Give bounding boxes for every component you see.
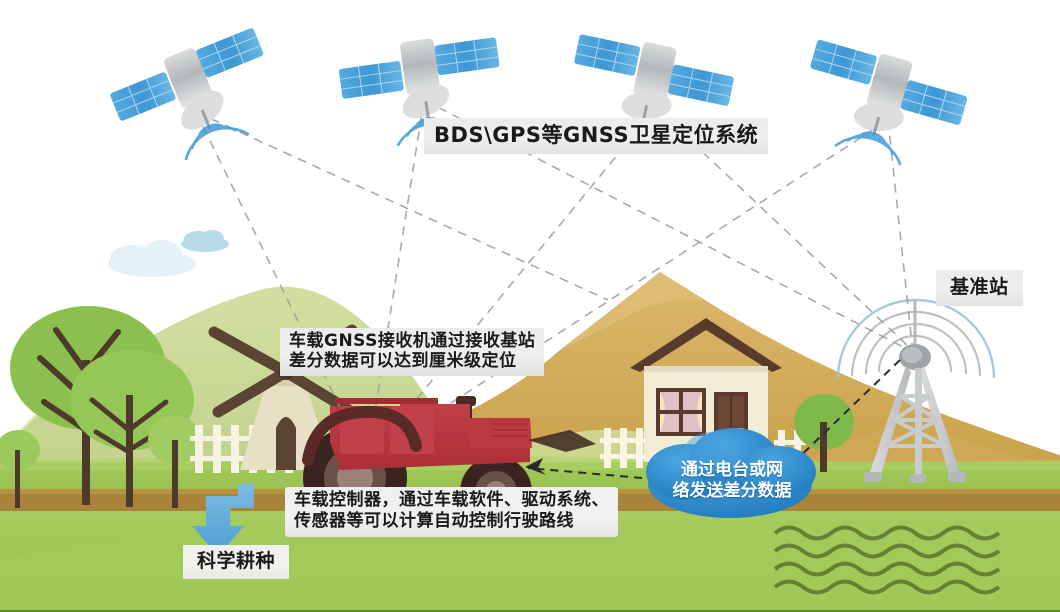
hill-gold-highlight — [560, 272, 705, 350]
grass-foreground-shade — [0, 516, 1060, 610]
tree-beside-house — [794, 394, 854, 472]
base-station-label: 基准站 — [936, 270, 1023, 306]
tree-small-right — [148, 416, 202, 508]
picket-fence-right — [600, 428, 646, 468]
cloud-transmission-label: 通过电台或网 络发送差分数据 — [672, 460, 792, 501]
cloud-sky-1 — [108, 240, 196, 277]
satellite-2 — [338, 37, 500, 147]
controller-info-label: 车载控制器，通过车载软件、驱动系统、 传感器等可以计算自动控制行驶路线 — [285, 487, 618, 537]
receiver-info-label: 车载GNSS接收机通过接收基站 差分数据可以达到厘米级定位 — [280, 328, 545, 376]
satellite-4 — [810, 39, 968, 166]
differential-data-link — [527, 359, 901, 479]
crop-rows-icon — [773, 525, 1001, 595]
tree-tiny-left — [0, 430, 40, 508]
radio-tower-icon — [836, 298, 996, 483]
satellite-system-label: BDS\GPS等GNSS卫星定位系统 — [424, 118, 769, 154]
cloud-sky-2 — [181, 230, 229, 252]
scientific-farming-label: 科学耕种 — [183, 545, 290, 579]
satellite-1 — [110, 28, 264, 161]
arrow-head-to-tractor — [525, 458, 546, 475]
satellite-3 — [574, 34, 734, 153]
satellite-signal-lines — [195, 99, 913, 437]
network-cloud-icon — [646, 428, 816, 518]
hill-gold-right — [790, 430, 1060, 470]
down-arrow-icon — [192, 484, 254, 556]
